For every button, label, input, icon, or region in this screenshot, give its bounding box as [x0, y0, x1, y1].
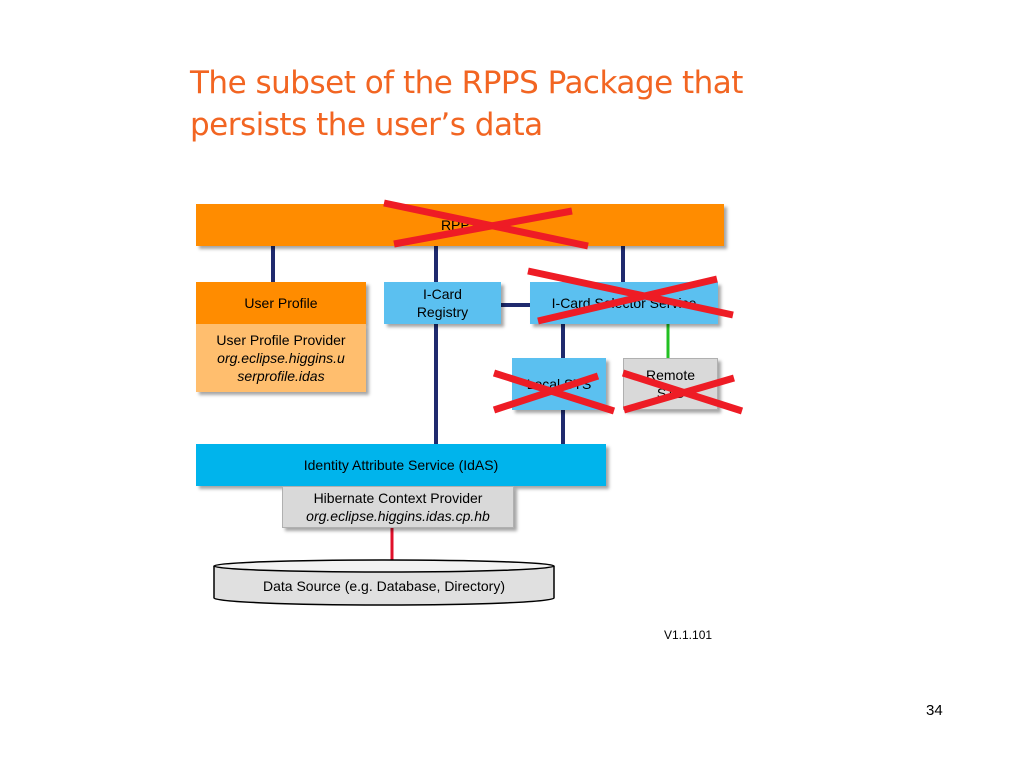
icard-registry-box: I-Card Registry — [384, 282, 501, 324]
slide-title-line-2: persists the user’s data — [190, 107, 543, 143]
hibernate-context-provider-label: Hibernate Context Provider — [313, 490, 483, 506]
hibernate-context-provider-box: Hibernate Context Provider org.eclipse.h… — [282, 486, 514, 528]
hibernate-context-provider-package: org.eclipse.higgins.idas.cp.hb — [306, 508, 490, 524]
cross-remote-sts-icon — [621, 369, 744, 415]
remote-sts-label-1: Remote — [645, 367, 696, 383]
slide-title-line-1: The subset of the RPPS Package that — [190, 65, 743, 101]
slide-title: The subset of the RPPS Package that pers… — [190, 62, 890, 146]
user-profile-provider-package-1: org.eclipse.higgins.u — [217, 350, 345, 366]
rpps-box: RPPS — [196, 204, 724, 246]
page-number: 34 — [926, 702, 943, 719]
user-profile-box: User Profile — [196, 282, 366, 324]
user-profile-label: User Profile — [244, 295, 318, 311]
idas-box: Identity Attribute Service (IdAS) — [196, 444, 606, 486]
user-profile-provider-package-2: serprofile.idas — [237, 368, 325, 384]
cross-icard-selector-icon — [527, 267, 734, 325]
version-label: V1.1.101 — [664, 628, 713, 642]
data-source-label: Data Source (e.g. Database, Directory) — [263, 578, 505, 594]
icard-registry-label-1: I-Card — [423, 286, 462, 302]
icard-registry-label-2: Registry — [416, 304, 469, 320]
cross-rpps-icon — [383, 199, 589, 250]
user-profile-provider-box: User Profile Provider org.eclipse.higgin… — [196, 324, 366, 392]
user-profile-provider-label: User Profile Provider — [216, 332, 346, 348]
cross-local-sts-icon — [492, 369, 616, 415]
idas-label: Identity Attribute Service (IdAS) — [303, 457, 499, 473]
